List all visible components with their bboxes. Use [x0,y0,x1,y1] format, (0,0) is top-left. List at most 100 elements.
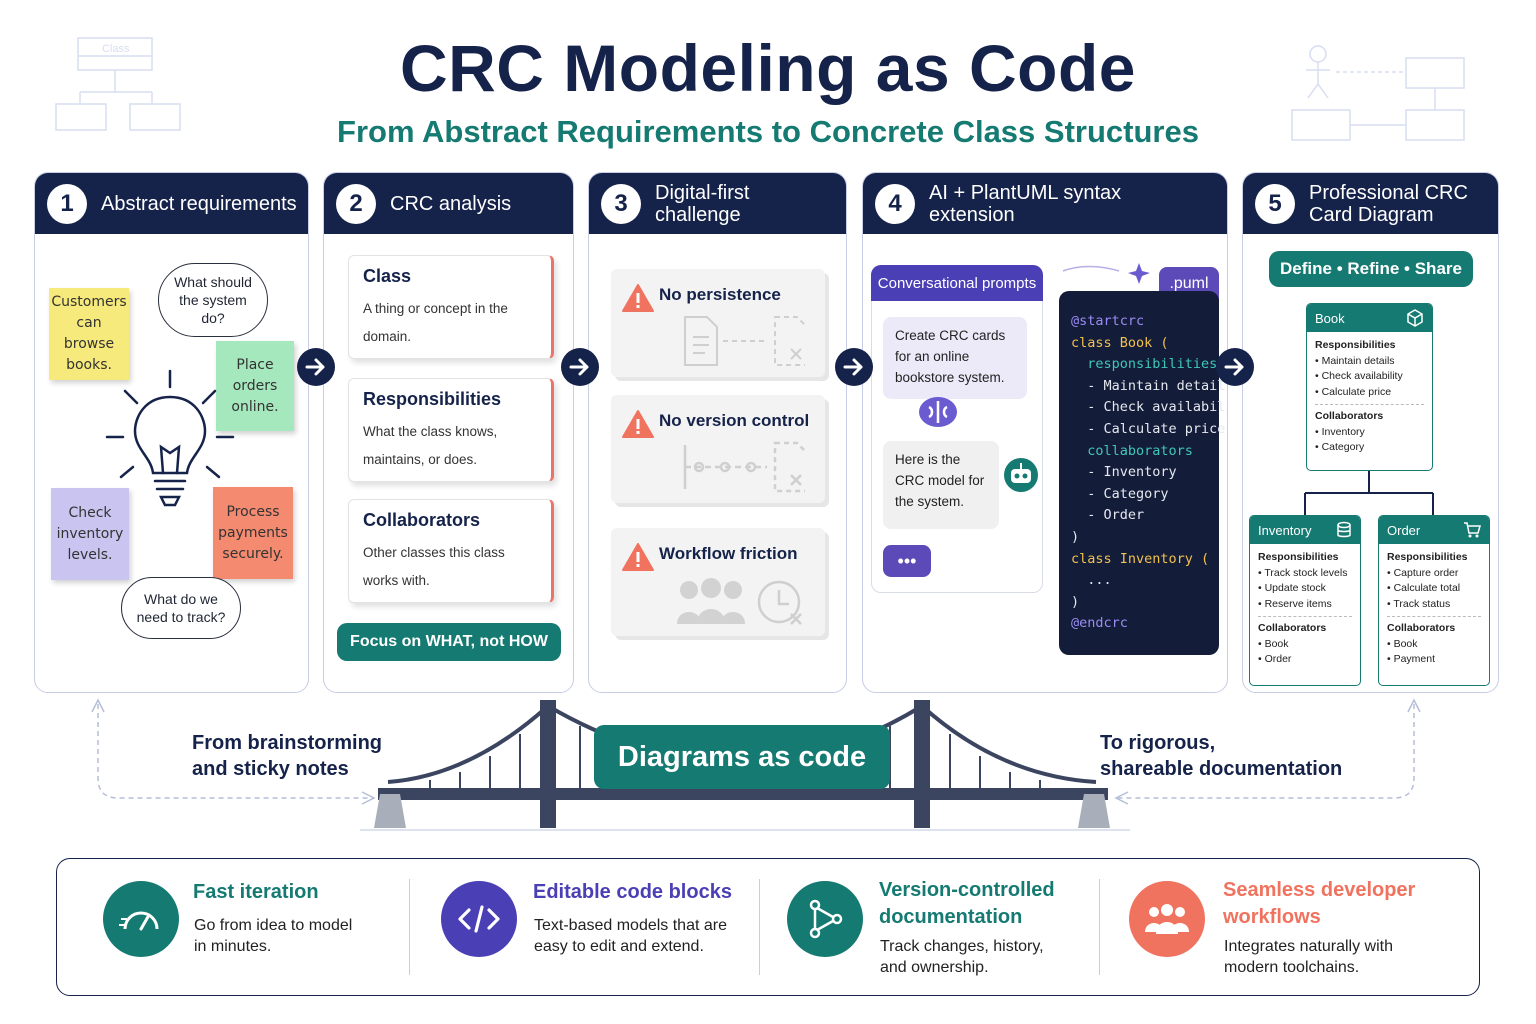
database-icon [1337,521,1351,538]
panel-ai-plantuml: 4 AI + PlantUML syntax extension Convers… [862,172,1228,693]
caption-line: To rigorous, [1100,732,1216,754]
title-line: Fast iteration [193,881,319,903]
code-line: ... [1071,572,1112,589]
ai-reply-message: Here is the CRC model for the system. [883,441,999,529]
cube-icon [1407,309,1423,327]
collaborators-label: Collaborators [1258,622,1327,634]
sticky-note: Check inventory levels. [51,488,129,580]
class-name: Inventory [1258,522,1312,538]
challenge-card: No persistence [611,269,825,377]
responsibility-item: Update stock [1258,581,1352,597]
divider [1099,879,1100,975]
collaborator-item: Book [1258,637,1352,653]
card-title: Collaborators [363,510,481,530]
panel-title: AI + PlantUML syntax extension [929,181,1122,226]
question-bubble: What do we need to track? [121,577,241,639]
feature-version-control: Version-controlled documentation Track c… [759,859,1099,995]
panel-header: 2 CRC analysis [324,173,573,234]
team-delay-icon [677,578,802,625]
collaborator-item: Payment [1387,652,1481,668]
desc-line: modern toolchains. [1224,959,1360,976]
flow-arrow-icon [561,348,599,386]
code-line: class Book ( [1071,334,1169,351]
panel-abstract-requirements: 1 Abstract requirements Customers can br… [34,172,309,693]
desc-line: Go from idea to model [194,917,353,934]
caption-line: shareable documentation [1100,758,1343,780]
code-line: ) [1071,593,1080,610]
card-description: A thing or concept in the domain. [363,301,508,344]
crc-card-responsibilities: Responsibilities What the class knows, m… [348,378,554,482]
code-icon [441,881,517,957]
class-connector-lines [1304,471,1434,515]
step-number: 3 [601,183,641,224]
background-class-diagram-decoration: Class [55,37,181,131]
code-line: - Maintain details [1071,377,1228,394]
page-title: CRC Modeling as Code [399,31,1137,105]
challenge-label: No persistence [659,285,781,304]
sparkle-icon [1062,263,1150,284]
title-line: Editable code blocks [533,881,732,903]
brain-icon [919,397,957,427]
flow-arrow-icon [835,348,873,386]
flow-arrow-icon [297,348,335,386]
desc-line: and ownership. [880,959,989,976]
conversation-header: Conversational prompts [871,265,1043,301]
broken-history-icon [683,441,805,493]
code-line: - Category [1071,485,1169,502]
panel-title: CRC analysis [390,192,512,215]
responsibility-item: Calculate total [1387,581,1481,597]
desc-line: Integrates naturally with [1224,938,1393,955]
desc-line: Text-based models that are [534,917,727,934]
class-card-header: Order [1379,516,1489,544]
code-line: collaborators [1071,442,1193,459]
feature-developer-workflows: Seamless developer workflows Integrates … [1099,859,1479,995]
class-name: Order [1387,522,1421,538]
warning-icon [622,410,654,438]
define-refine-share-banner: Define • Refine • Share [1269,251,1473,287]
title-line: documentation [879,906,1023,928]
lightbulb-icon [105,369,235,507]
responsibility-item: Track stock levels [1258,566,1352,582]
challenge-label: No version control [659,411,810,430]
class-card-inventory: Inventory Responsibilities Track stock l… [1249,515,1361,686]
collaborator-item: Order [1258,652,1352,668]
panel-header: 3 Digital-first challenge [589,173,846,234]
code-line: class Inventory ( [1071,550,1210,567]
code-line: - Check availability [1087,399,1227,416]
desc-line: Track changes, history, [880,938,1044,955]
background-usecase-decoration [1291,45,1465,141]
sticky-note: Process payments securely. [213,487,293,579]
question-bubble: What should the system do? [158,263,268,337]
class-card-book: Book Responsibilities Maintain details C… [1306,303,1433,471]
responsibility-item: Capture order [1387,566,1481,582]
sticky-note: Place orders online. [216,341,294,431]
panel-header: 4 AI + PlantUML syntax extension [863,173,1227,234]
divider [409,879,410,975]
code-line: ) [1071,528,1080,545]
collaborator-item: Book [1387,637,1481,653]
responsibilities-label: Responsibilities [1387,551,1468,563]
panel-title: Professional CRC Card Diagram [1309,181,1468,226]
class-card-order: Order Responsibilities Capture order Cal… [1378,515,1490,686]
bridge-right-caption: To rigorous, shareable documentation [1100,730,1342,782]
feature-fast-iteration: Fast iteration Go from idea to model in … [57,859,407,995]
lost-document-icon [684,316,805,366]
team-icon [1129,881,1205,957]
bridge-left-caption: From brainstorming and sticky notes [192,730,382,782]
typing-indicator: ••• [883,545,931,577]
card-title: Responsibilities [363,389,502,409]
panel-professional-diagram: 5 Professional CRC Card Diagram Define •… [1242,172,1499,693]
collaborators-label: Collaborators [1387,622,1456,634]
feature-description: Go from idea to model in minutes. [194,915,352,957]
diagrams-as-code-label: Diagrams as code [594,725,890,789]
responsibility-item: Reserve items [1258,597,1352,613]
code-line: - Inventory [1071,464,1177,481]
title-line: workflows [1223,906,1321,928]
panel-crc-analysis: 2 CRC analysis Class A thing or concept … [323,172,574,693]
feature-title: Fast iteration [193,879,319,906]
focus-badge: Focus on WHAT, not HOW [337,623,561,661]
user-prompt-message: Create CRC cards for an online bookstore… [883,317,1027,399]
responsibilities-label: Responsibilities [1258,551,1339,563]
challenge-label: Workflow friction [659,544,798,563]
